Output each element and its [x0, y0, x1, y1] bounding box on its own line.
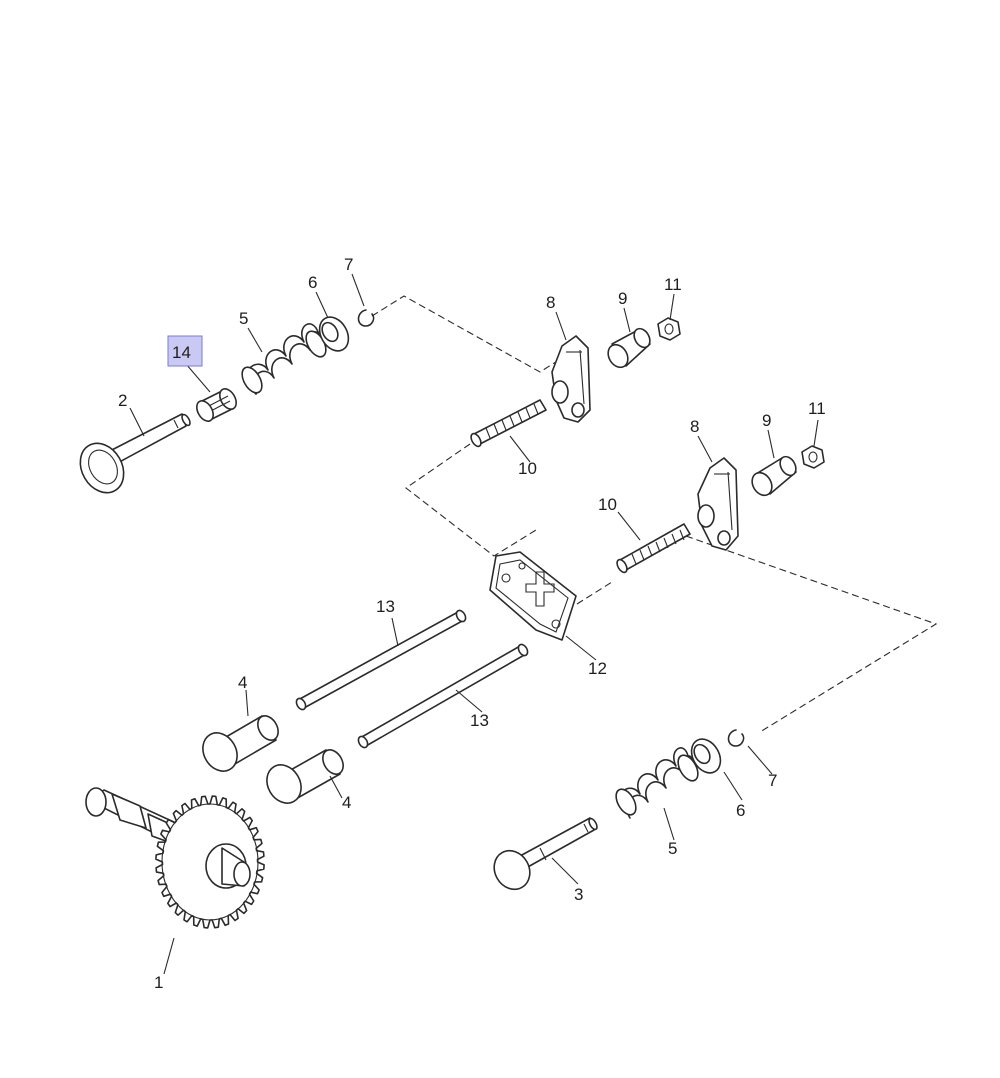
- tappet-part-4-lower[interactable]: [260, 746, 347, 809]
- pivot-part-9-bottom[interactable]: [748, 454, 799, 499]
- spring-retainer-part-6-bottom[interactable]: [686, 734, 727, 778]
- callout-3[interactable]: 3: [574, 885, 583, 904]
- tappet-part-4-upper[interactable]: [196, 712, 282, 777]
- callout-6-top[interactable]: 6: [308, 273, 317, 292]
- valve-part-2[interactable]: [72, 413, 192, 500]
- callout-13-upper[interactable]: 13: [376, 597, 395, 616]
- callout-7-bottom[interactable]: 7: [768, 771, 777, 790]
- collet-part-7-top[interactable]: [357, 309, 375, 327]
- leader-lines: [129, 273, 819, 975]
- stud-bolt-part-10-top[interactable]: [469, 399, 547, 448]
- pivot-part-9-top[interactable]: [604, 326, 653, 371]
- valve-seal-part-14[interactable]: [193, 386, 239, 424]
- callout-8-bottom[interactable]: 8: [690, 417, 699, 436]
- callout-6-bottom[interactable]: 6: [736, 801, 745, 820]
- callout-4-upper[interactable]: 4: [238, 673, 247, 692]
- callout-10-top[interactable]: 10: [518, 459, 537, 478]
- callout-4-lower[interactable]: 4: [342, 793, 351, 812]
- callout-2[interactable]: 2: [118, 391, 127, 410]
- callout-11-bottom[interactable]: 11: [808, 399, 826, 418]
- rocker-arm-part-8-bottom[interactable]: [697, 457, 739, 551]
- callout-9-top[interactable]: 9: [618, 289, 627, 308]
- spring-retainer-part-6-top[interactable]: [314, 312, 355, 356]
- rocker-arm-part-8-top[interactable]: [551, 335, 591, 423]
- callout-9-bottom[interactable]: 9: [762, 411, 771, 430]
- assembly-guide-lines: [371, 295, 938, 733]
- callout-8-top[interactable]: 8: [546, 293, 555, 312]
- collet-part-7-bottom[interactable]: [727, 729, 745, 747]
- valve-part-3[interactable]: [487, 817, 598, 896]
- nut-part-11-top[interactable]: [657, 317, 681, 341]
- guide-plate-part-12[interactable]: [489, 551, 577, 641]
- callout-12[interactable]: 12: [588, 659, 607, 678]
- callout-10-bottom[interactable]: 10: [598, 495, 617, 514]
- highlight-box-part-14: [167, 335, 203, 367]
- callout-5-bottom[interactable]: 5: [668, 839, 677, 858]
- push-rod-part-13-lower[interactable]: [357, 643, 530, 749]
- callout-7-top[interactable]: 7: [344, 255, 353, 274]
- valve-spring-part-5-bottom[interactable]: [612, 747, 702, 819]
- callout-14[interactable]: 14: [172, 343, 191, 362]
- push-rod-part-13-upper[interactable]: [295, 609, 468, 711]
- stud-bolt-part-10-bottom[interactable]: [615, 523, 691, 574]
- nut-part-11-bottom[interactable]: [801, 445, 825, 469]
- camshaft-part-1[interactable]: [85, 787, 265, 929]
- callout-1[interactable]: 1: [154, 973, 163, 992]
- callout-13-lower[interactable]: 13: [470, 711, 489, 730]
- callout-labels: 14 2 5 6 7 8 9 11 10 8 9 11 10 13 12 13 …: [118, 255, 826, 992]
- callout-11-top[interactable]: 11: [664, 275, 682, 294]
- callout-5-top[interactable]: 5: [239, 309, 248, 328]
